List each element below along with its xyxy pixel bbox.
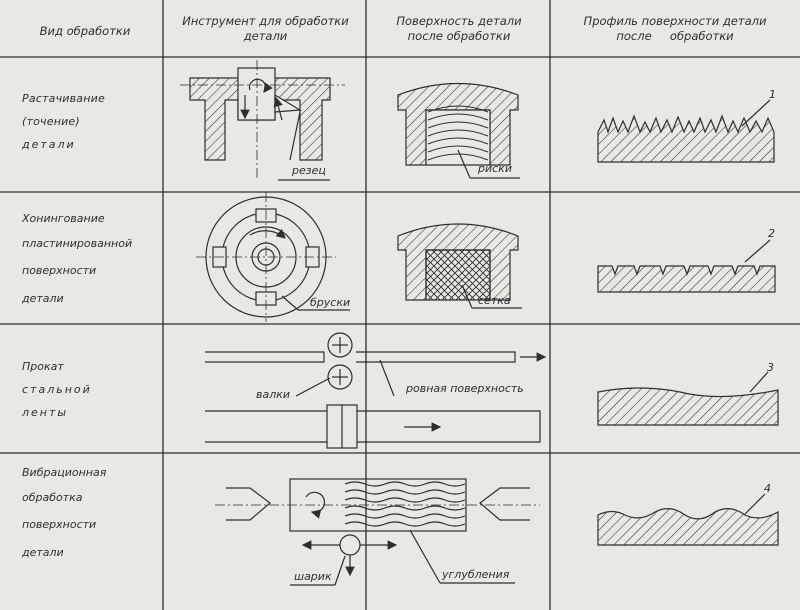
header-surface-line2: после обработки bbox=[407, 29, 511, 43]
header-profile-line2: после обработки bbox=[616, 29, 734, 43]
profile-number-4: 4 bbox=[764, 482, 771, 495]
profile-2-drawing bbox=[597, 239, 776, 293]
scratched-surface-drawing bbox=[397, 82, 520, 179]
row1-tool-label: резец bbox=[292, 164, 326, 177]
row4-process-line1: Вибрационная bbox=[22, 466, 107, 479]
row2-surface-label: сетка bbox=[478, 294, 511, 307]
header-surface-line1: Поверхность детали bbox=[396, 14, 522, 28]
row4-tool-label: шарик bbox=[294, 570, 332, 583]
boring-tool-drawing bbox=[180, 60, 345, 181]
profile-number-3: 3 bbox=[767, 361, 774, 374]
row3-surface-label: ровная поверхность bbox=[406, 382, 524, 395]
rolling-drawing bbox=[205, 330, 547, 453]
row1-process-line1: Растачивание bbox=[22, 92, 105, 105]
vibration-machining-drawing bbox=[215, 460, 540, 610]
row3-process-line3: ленты bbox=[22, 406, 69, 419]
header-tool-line2: детали bbox=[243, 29, 288, 43]
crosshatched-surface-drawing bbox=[397, 223, 522, 309]
row2-process-line3: поверхности bbox=[22, 264, 97, 277]
row3-tool-label: валки bbox=[256, 388, 291, 401]
header-profile-line1: Профиль поверхности детали bbox=[583, 14, 767, 28]
row4-surface-label: углубления bbox=[442, 568, 510, 581]
profile-number-2: 2 bbox=[768, 227, 775, 240]
row2-process-line4: детали bbox=[22, 292, 64, 305]
honing-tool-drawing bbox=[196, 192, 350, 322]
row4-process-line3: поверхности bbox=[22, 518, 97, 531]
profile-4-drawing bbox=[597, 493, 779, 546]
header-process-type: Вид обработки bbox=[39, 24, 131, 38]
row4-process-line4: детали bbox=[22, 546, 64, 559]
row3-process-line1: Прокат bbox=[22, 360, 64, 373]
row2-tool-label: бруски bbox=[310, 296, 351, 309]
profile-3-drawing bbox=[597, 371, 779, 426]
row1-surface-label: риски bbox=[478, 162, 512, 175]
row3-process-line2: стальной bbox=[22, 383, 92, 396]
row2-process-line1: Хонингование bbox=[22, 212, 105, 225]
header-tool-line1: Инструмент для обработки bbox=[182, 14, 349, 28]
row4-process-line2: обработка bbox=[22, 491, 83, 504]
profile-number-1: 1 bbox=[769, 88, 776, 101]
row2-process-line2: пластинированной bbox=[22, 237, 133, 250]
row1-process-line3: детали bbox=[22, 138, 76, 151]
row1-process-line2: (точение) bbox=[22, 115, 80, 128]
profile-1-drawing bbox=[597, 99, 775, 163]
